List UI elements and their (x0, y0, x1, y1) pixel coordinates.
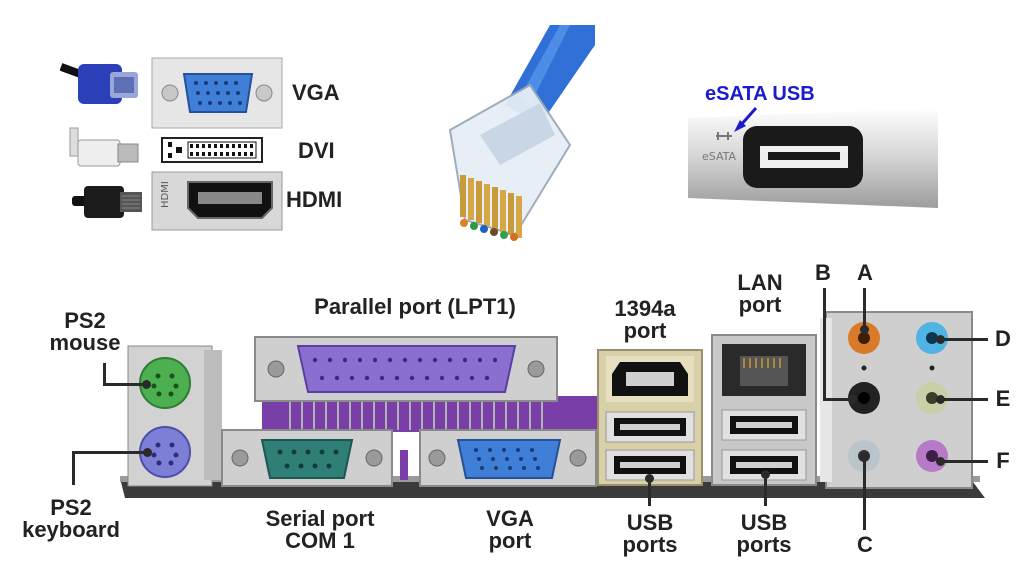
usb-ports-label-1: USB ports (622, 510, 678, 557)
serial-port-label: Serial port COM 1 (265, 506, 375, 553)
leader-a (863, 288, 866, 328)
esata-pointer-arrow-icon (734, 107, 758, 132)
audio-label-a: A (857, 260, 873, 285)
leader-usb-2 (764, 476, 767, 506)
leader-b (823, 288, 826, 400)
serial-port-icon (221, 429, 393, 487)
leader-usb-1 (648, 480, 651, 506)
hdmi-port-icon: HDMI (151, 171, 283, 231)
lan-port-label: LAN port (737, 270, 783, 317)
audio-label-f: F (996, 448, 1010, 473)
rj45-plug-icon (448, 25, 595, 241)
audio-label-d: D (995, 326, 1011, 351)
audio-label-c: C (857, 532, 873, 557)
vga-label: VGA (292, 80, 340, 105)
esata-usb-photo: eSATA (688, 108, 938, 208)
hdmi-cable-icon (72, 186, 142, 218)
audio-label-b: B (815, 260, 831, 285)
usb-symbol-icon (716, 132, 732, 140)
usb-ports-label-2: USB ports (736, 510, 792, 557)
firewire-usb-stack (597, 349, 703, 486)
vga-port-label: VGA port (486, 506, 534, 553)
dvi-label: DVI (298, 138, 335, 163)
ps2-mouse-label: PS2 mouse (49, 308, 121, 355)
lan-usb-stack (711, 334, 817, 486)
connector-photos: HDMI (60, 57, 283, 231)
leader-f (940, 460, 988, 463)
audio-label-e: E (995, 386, 1011, 411)
esata-usb-label: eSATA USB (705, 83, 815, 105)
leader-ps2-keyboard (72, 451, 75, 485)
dvi-cable-icon (69, 127, 139, 167)
esata-engraving: eSATA (702, 150, 736, 163)
vga-cable-icon (60, 63, 138, 104)
leader-c (863, 460, 866, 530)
ps2-block (127, 345, 222, 487)
parallel-port-label: Parallel port (LPT1) (314, 294, 516, 319)
vga-port-icon (151, 57, 283, 129)
dvi-port-icon (161, 137, 263, 163)
ps2-keyboard-label: PS2 keyboard (22, 495, 120, 542)
svg-text:HDMI: HDMI (160, 181, 171, 208)
panel-vga-port-icon (419, 429, 597, 487)
leader-d (940, 338, 988, 341)
hdmi-label: HDMI (286, 187, 343, 212)
firewire-port-label: 1394a port (614, 296, 676, 343)
leader-ps2-mouse (103, 363, 106, 385)
leader-e (940, 398, 988, 401)
parallel-port-icon (254, 336, 558, 402)
